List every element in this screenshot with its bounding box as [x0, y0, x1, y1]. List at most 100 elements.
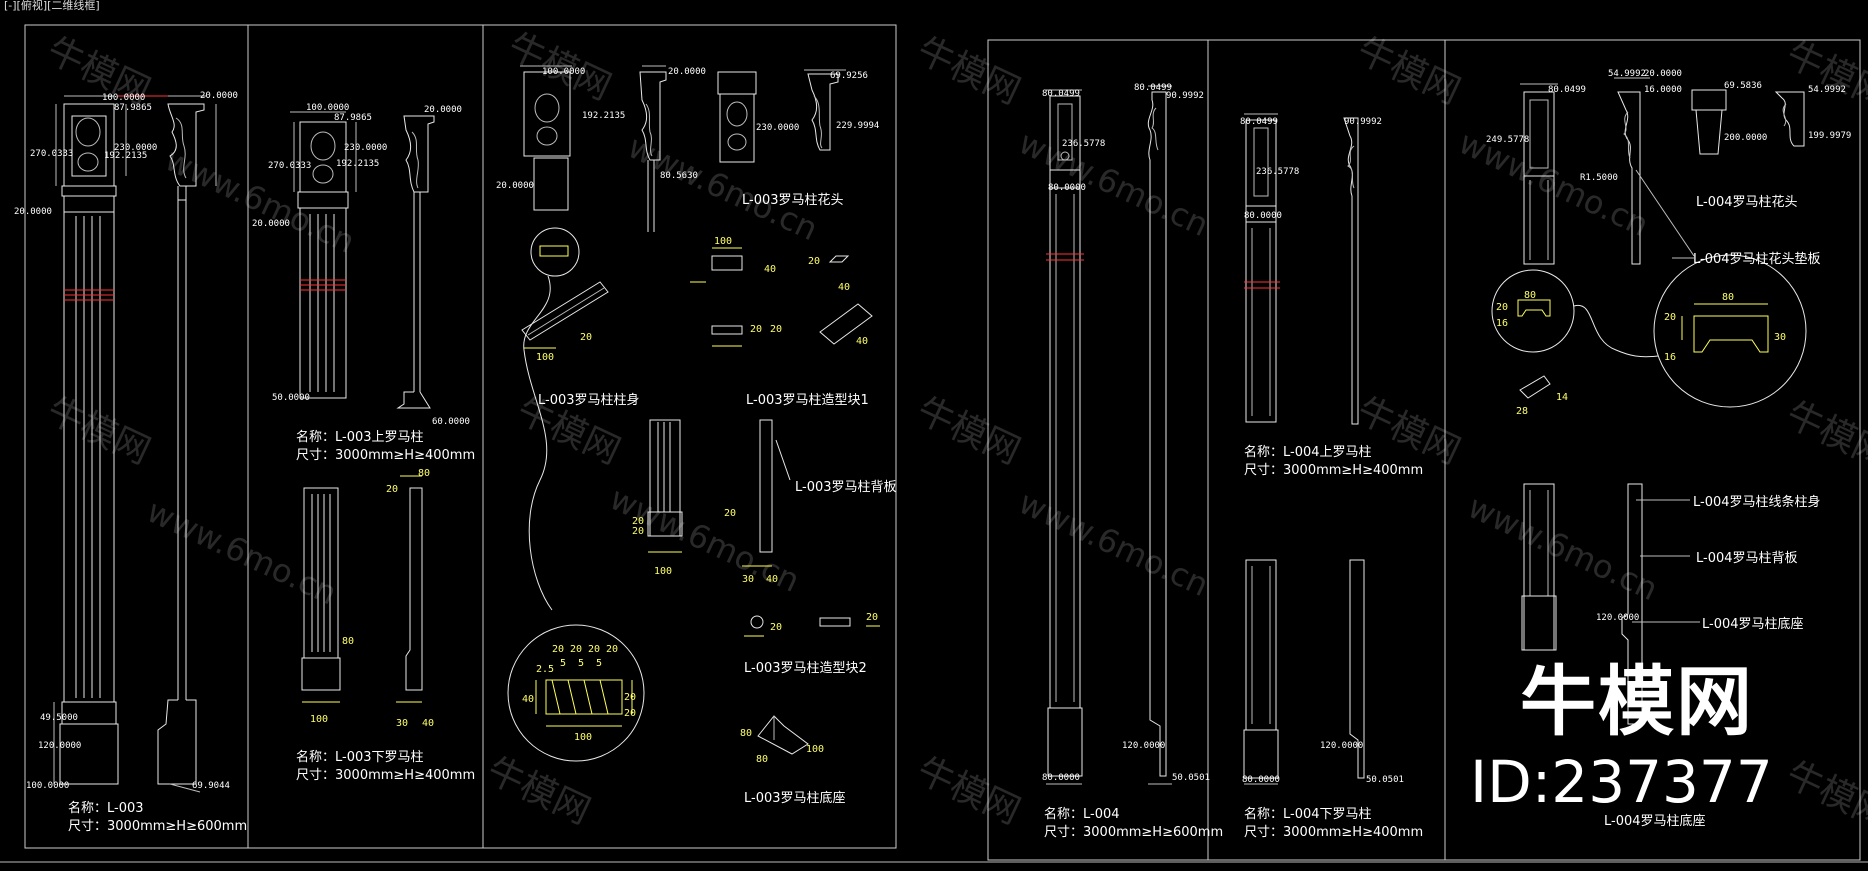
- l003-name: 名称：L-003: [68, 800, 144, 816]
- sheet-right-frame: [987, 39, 1861, 861]
- dim-label: 80.0000: [1048, 183, 1086, 193]
- dim-label: 20: [750, 324, 762, 335]
- dim-label: 249.5778: [1486, 135, 1529, 145]
- dim-label: 20.0000: [200, 91, 238, 101]
- l004-lower-parts-drawing[interactable]: 120.0000: [1521, 483, 1700, 725]
- dim-label: 20.0000: [252, 219, 290, 229]
- dim-label: 20: [866, 612, 878, 623]
- l004-lower-column-drawing[interactable]: 120.0000 80.0000 50.0501: [1242, 559, 1404, 785]
- dim-label: 20: [386, 484, 398, 495]
- dim-label: 80: [1722, 292, 1734, 303]
- dim-label: 5: [560, 658, 566, 669]
- dim-label: 80.0000: [1242, 775, 1280, 785]
- watermark-brand: 牛模网: [1780, 394, 1868, 477]
- l003-base-drawing[interactable]: 80 80 100: [740, 715, 824, 765]
- dim-label: 120.0000: [1320, 741, 1363, 751]
- dim-label: 28: [1516, 406, 1528, 417]
- dim-label: 80: [342, 636, 354, 647]
- l003-capital-drawing[interactable]: 100.0000 20.0000 69.9256 230.0000 192.21…: [496, 65, 879, 232]
- l003-block2-drawing[interactable]: 20 20: [744, 612, 880, 637]
- watermark-brand: 牛模网: [911, 30, 1026, 113]
- dim-label: 14: [1556, 392, 1568, 403]
- l003-block1-label: L-003罗马柱造型块1: [746, 393, 869, 408]
- dim-label: 20.0000: [424, 105, 462, 115]
- dim-label: 236.5778: [1256, 167, 1299, 177]
- dim-label: 229.9994: [836, 121, 879, 131]
- dim-label: 20: [624, 708, 636, 719]
- l003-base-label: L-003罗马柱底座: [744, 790, 846, 806]
- dim-label: 40: [856, 336, 868, 347]
- dim-label: 40: [522, 694, 534, 705]
- l004-capital-label: L-004罗马柱花头: [1696, 194, 1798, 210]
- dim-label: 30: [742, 574, 754, 585]
- dim-label: 100: [574, 732, 592, 743]
- l003-upper-name: 名称：L-003上罗马柱: [296, 429, 424, 445]
- l003-upper-column-drawing[interactable]: 100.0000 20.0000 87.9865 270.0333 230.00…: [252, 103, 470, 427]
- l003-size: 尺寸：3000mm≥H≥600mm: [68, 819, 247, 834]
- dim-label: 20.0000: [1644, 69, 1682, 79]
- dim-label: 54.9992: [1608, 69, 1646, 79]
- l003-back-panel-label: L-003罗马柱背板: [795, 480, 897, 495]
- l004-upper-name: 名称：L-004上罗马柱: [1244, 444, 1372, 460]
- l003-lower-column-drawing[interactable]: 20 80 80 100 30 40: [301, 468, 434, 729]
- dim-label: 40: [766, 574, 778, 585]
- watermark-brand: 牛模网: [1351, 30, 1466, 113]
- dim-label: 50.0000: [272, 393, 310, 403]
- l004-upper-column-drawing[interactable]: 80.0499 90.9992 236.5778 80.0000: [1240, 113, 1382, 425]
- l004-capital-drawing[interactable]: 80.0499 54.9992 20.0000 16.0000 249.5778…: [1486, 69, 1851, 265]
- dim-label: 20: [770, 622, 782, 633]
- l004-capital-pad-detail[interactable]: 80 20 16 80 20 16 30 14 28: [1491, 169, 1807, 417]
- watermark-brand: 牛模网: [41, 390, 156, 473]
- dim-label: 5: [578, 658, 584, 669]
- dim-label: 40: [764, 264, 776, 275]
- dim-label: 2.5: [536, 664, 554, 675]
- dim-label: 192.2135: [104, 151, 147, 161]
- l003-shaft-detail[interactable]: 100 20: [521, 227, 609, 611]
- dim-label: 20: [770, 324, 782, 335]
- dim-label: 50.0501: [1366, 775, 1404, 785]
- watermark-brand: 牛模网: [481, 750, 596, 833]
- dim-label: 270.0333: [30, 149, 73, 159]
- l003-capital-label: L-003罗马柱花头: [742, 192, 844, 208]
- dim-label: 230.0000: [344, 143, 387, 153]
- l003-section-detail[interactable]: 20 20 20 20 2.5 5 5 5 40 20 20 100: [507, 624, 645, 762]
- dim-label: 20: [606, 644, 618, 655]
- watermark-site: www.6mo.cn: [1013, 123, 1214, 244]
- dim-label: 50.0501: [1172, 773, 1210, 783]
- dim-label: 100: [714, 236, 732, 247]
- brand-overlay-name: 牛模网: [1520, 657, 1754, 746]
- dim-label: 20: [632, 526, 644, 537]
- dim-label: 80: [740, 728, 752, 739]
- dim-label: 100: [310, 714, 328, 725]
- dim-label: 80: [418, 468, 430, 479]
- dim-label: 80.0499: [1240, 117, 1278, 127]
- dim-label: 236.5778: [1062, 139, 1105, 149]
- l004-name: 名称：L-004: [1044, 806, 1120, 822]
- l004-full-column-drawing[interactable]: 80.0499 80.0499 236.5778 90.9992 80.0000…: [1042, 83, 1210, 785]
- watermark-brand: 牛模网: [911, 390, 1026, 473]
- dim-label: 20.0000: [668, 67, 706, 77]
- dim-label: 69.5836: [1724, 81, 1762, 91]
- l003-full-column-drawing[interactable]: 100.0000 20.0000 87.9865 270.0333 230.00…: [14, 91, 238, 793]
- dim-label: 200.0000: [1724, 133, 1767, 143]
- l003-lower-size: 尺寸：3000mm≥H≥400mm: [296, 768, 475, 783]
- l004-lower-size: 尺寸：3000mm≥H≥400mm: [1244, 825, 1423, 840]
- dim-label: 199.9979: [1808, 131, 1851, 141]
- dim-label: 20: [724, 508, 736, 519]
- dim-label: 87.9865: [114, 103, 152, 113]
- viewport-label[interactable]: [-][俯视][二维线框]: [4, 0, 100, 12]
- dim-label: 100: [536, 352, 554, 363]
- l003-back-panel-drawing[interactable]: 20 20 100 20 30 40: [632, 419, 791, 585]
- dim-label: 49.5000: [40, 713, 78, 723]
- dim-label: 30: [1774, 332, 1786, 343]
- l003-block1-drawing[interactable]: 100 40 20 20 20 40 40: [690, 236, 873, 347]
- dim-label: 16: [1664, 352, 1676, 363]
- watermark-site: www.6mo.cn: [1013, 483, 1214, 604]
- dim-label: 100.0000: [306, 103, 349, 113]
- l004-lower-name: 名称：L-004下罗马柱: [1244, 806, 1372, 822]
- dim-label: 60.0000: [432, 417, 470, 427]
- l004-line-shaft-label: L-004罗马柱线条柱身: [1693, 494, 1821, 510]
- dim-label: 20: [552, 644, 564, 655]
- l004-size: 尺寸：3000mm≥H≥600mm: [1044, 825, 1223, 840]
